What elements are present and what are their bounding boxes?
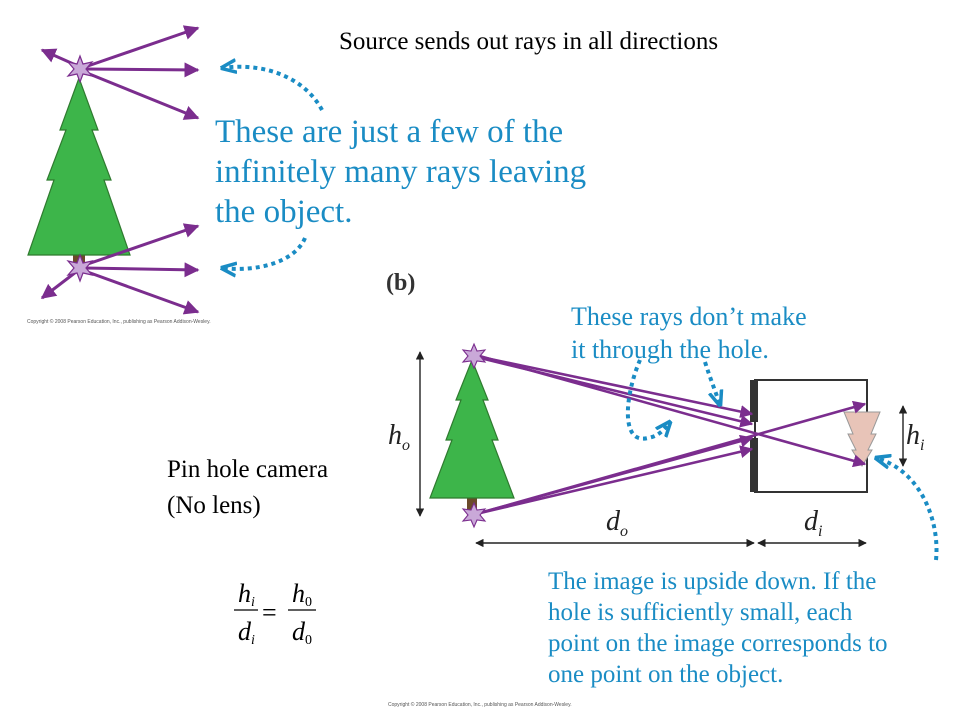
object-tree-b bbox=[429, 358, 515, 511]
eq-d0: d0 bbox=[292, 617, 312, 648]
dimension-lines bbox=[415, 351, 908, 548]
eq-di: di bbox=[238, 617, 255, 648]
eq-equals: = bbox=[262, 598, 277, 627]
ray-fan-top bbox=[40, 25, 200, 120]
blocked-rays-note: These rays don’t make it through the hol… bbox=[571, 302, 807, 364]
pinhole-camera-caption: Pin hole camera (No lens) bbox=[167, 456, 329, 519]
star-icon-bottom bbox=[66, 253, 94, 283]
ray-fan-bottom bbox=[40, 223, 200, 315]
star-icon-b-top bbox=[461, 342, 487, 370]
image-tree bbox=[843, 411, 881, 467]
hi-label: hi bbox=[906, 420, 924, 454]
source-tree-a bbox=[27, 76, 131, 267]
copyright-a: Copyright © 2008 Pearson Education, Inc.… bbox=[27, 319, 211, 325]
star-icon-b-bottom bbox=[461, 501, 487, 529]
pointer-arrows-a bbox=[222, 67, 324, 269]
panel-b-label: (b) bbox=[386, 270, 416, 296]
upside-down-image-note: The image is upside down. If the hole is… bbox=[548, 568, 888, 688]
star-icon-top bbox=[66, 54, 94, 84]
do-label: do bbox=[606, 506, 628, 540]
page-title: Source sends out rays in all directions bbox=[339, 28, 719, 55]
eq-h0: h0 bbox=[292, 579, 312, 610]
pointer-arrows-b bbox=[625, 359, 939, 561]
rays-b bbox=[475, 353, 867, 516]
eq-hi: hi bbox=[238, 579, 255, 610]
ho-label: ho bbox=[388, 420, 410, 454]
dimension-labels: ho hi do di bbox=[388, 420, 924, 540]
di-label: di bbox=[804, 506, 822, 540]
copyright-b: Copyright © 2008 Pearson Education, Inc.… bbox=[388, 702, 572, 708]
pinhole-equation: hi di = h0 d0 bbox=[234, 579, 316, 648]
rays-leaving-object-note: These are just a few of the infinitely m… bbox=[215, 114, 587, 230]
